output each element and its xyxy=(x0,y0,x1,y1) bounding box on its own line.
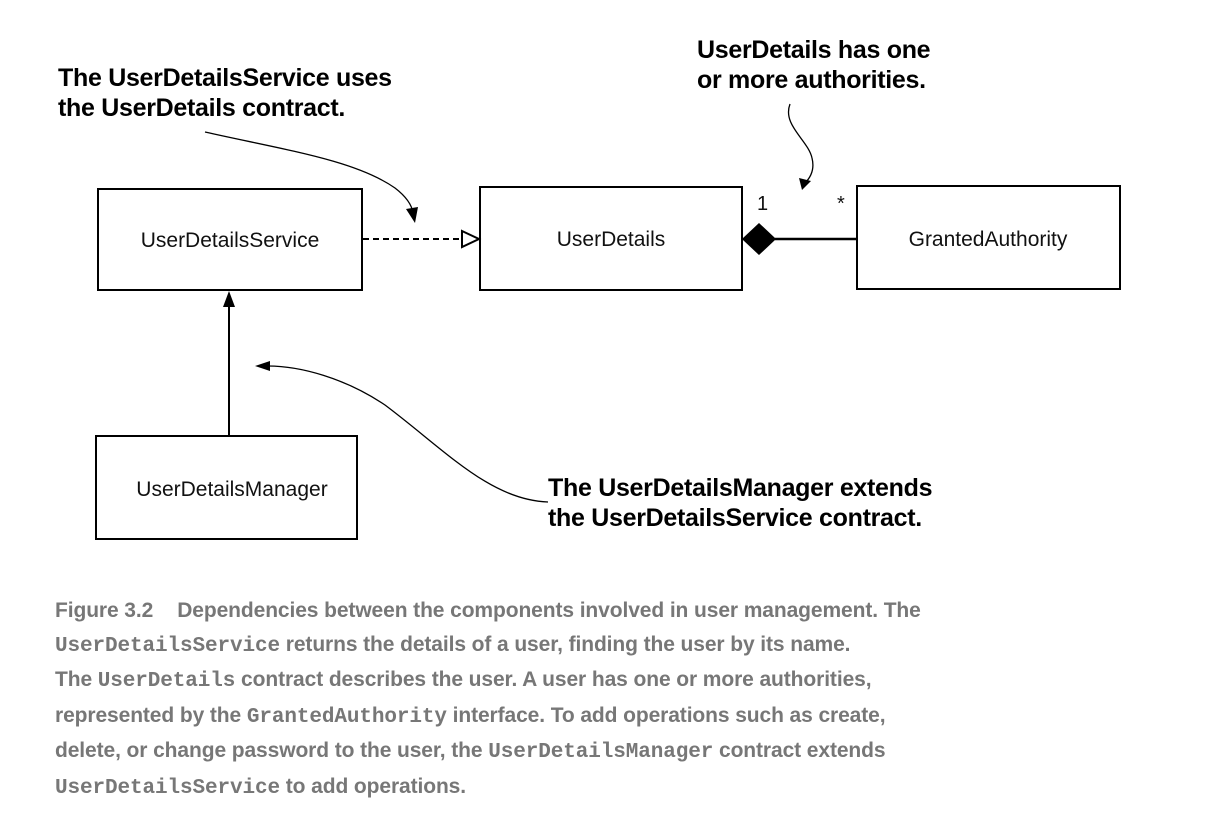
caption-code-user-details-service-2: UserDetailsService xyxy=(55,776,281,800)
caption-line-4: represented by the GrantedAuthority inte… xyxy=(55,699,1195,735)
annotation-extends-contract: The UserDetailsManager extends the UserD… xyxy=(548,473,933,533)
caption-line-5: delete, or change password to the user, … xyxy=(55,734,1195,770)
caption-line-3-text-a: The xyxy=(55,668,98,691)
callout-has-authorities xyxy=(787,103,814,190)
caption-line-4-text-a: represented by the xyxy=(55,703,247,727)
annotation-uses-contract-line1: The UserDetailsService uses xyxy=(58,64,392,92)
callout-uses-contract xyxy=(204,131,418,223)
caption-code-user-details: UserDetails xyxy=(97,670,236,693)
caption-code-user-details-manager: UserDetailsManager xyxy=(488,741,714,764)
callout-extends-contract xyxy=(255,361,549,503)
annotation-has-authorities: UserDetails has one or more authorities. xyxy=(697,35,931,95)
annotation-has-authorities-line1: UserDetails has one xyxy=(697,36,931,64)
extends-arrow xyxy=(223,291,235,436)
annotation-uses-contract: The UserDetailsService uses the UserDeta… xyxy=(58,63,392,123)
box-label-granted-authority: GrantedAuthority xyxy=(909,228,1068,251)
figure-caption: Figure 3.2 Dependencies between the compo… xyxy=(55,594,1195,805)
caption-line-1-text: Dependencies between the components invo… xyxy=(177,599,921,622)
uml-diagram: UserDetailsService UserDetails GrantedAu… xyxy=(95,103,1121,540)
multiplicity-one: 1 xyxy=(757,193,768,215)
realization-arrow xyxy=(363,229,482,249)
box-label-user-details-service: UserDetailsService xyxy=(141,229,320,252)
caption-code-user-details-service: UserDetailsService xyxy=(55,634,281,658)
caption-line-2-text: returns the details of a user, finding t… xyxy=(280,632,851,656)
annotation-extends-contract-line1: The UserDetailsManager extends xyxy=(548,474,933,502)
annotation-uses-contract-line2: the UserDetails contract. xyxy=(58,94,346,122)
caption-line-3-text-b: contract describes the user. A user has … xyxy=(235,668,872,691)
box-user-details-manager: UserDetailsManager xyxy=(95,435,358,540)
caption-code-granted-authority: GrantedAuthority xyxy=(246,705,447,729)
caption-line-6: UserDetailsService to add operations. xyxy=(55,770,1195,806)
caption-line-3: The UserDetails contract describes the u… xyxy=(55,663,1195,699)
box-user-details-service: UserDetailsService xyxy=(97,188,363,291)
caption-figure-label: Figure 3.2 xyxy=(55,599,154,622)
caption-line-2: UserDetailsService returns the details o… xyxy=(55,628,1195,664)
box-label-user-details-manager: UserDetailsManager xyxy=(136,478,327,501)
caption-line-6-text: to add operations. xyxy=(280,774,466,798)
multiplicity-many: * xyxy=(837,193,845,215)
box-granted-authority: GrantedAuthority xyxy=(856,185,1121,290)
box-label-user-details: UserDetails xyxy=(557,228,666,251)
annotation-extends-contract-line2: the UserDetailsService contract. xyxy=(548,504,922,532)
box-user-details: UserDetails xyxy=(479,186,743,291)
composition-association: 1 * xyxy=(741,193,857,256)
caption-line-5-text-b: contract extends xyxy=(713,739,886,762)
caption-line-4-text-b: interface. To add operations such as cre… xyxy=(446,703,886,727)
caption-line-5-text-a: delete, or change password to the user, … xyxy=(55,739,489,762)
caption-line-1: Figure 3.2 Dependencies between the compo… xyxy=(55,594,1195,628)
annotation-has-authorities-line2: or more authorities. xyxy=(697,66,926,94)
